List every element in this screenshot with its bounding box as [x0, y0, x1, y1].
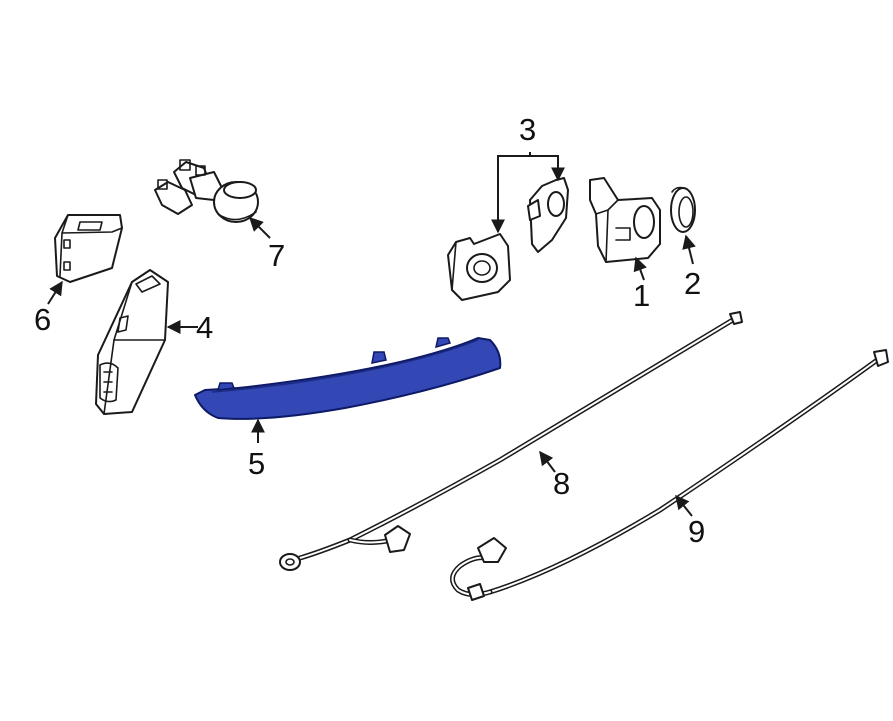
callout-8: 8	[553, 466, 570, 501]
callout-2: 2	[684, 266, 701, 301]
part-2-grommet[interactable]	[670, 186, 696, 233]
part-1-sensor-housing[interactable]	[589, 177, 661, 263]
part-3-bracket-right[interactable]	[527, 177, 569, 253]
part-9-sensor-lead[interactable]	[450, 349, 889, 601]
callout-5: 5	[248, 446, 265, 481]
part-5-reflector-strip[interactable]	[194, 337, 502, 420]
callout-6: 6	[34, 302, 51, 337]
part-7-connector-assembly[interactable]	[154, 159, 259, 223]
part-4-control-unit[interactable]	[95, 269, 169, 415]
callout-7: 7	[268, 238, 285, 273]
callout-9: 9	[688, 514, 705, 549]
part-5-highlight	[194, 337, 502, 420]
leader-lines	[47, 152, 696, 517]
part-3-bracket-left[interactable]	[447, 233, 511, 301]
part-8-wiring-harness[interactable]	[279, 311, 743, 571]
part-6-control-module[interactable]	[54, 214, 123, 283]
callout-4: 4	[196, 310, 213, 345]
callout-1: 1	[633, 278, 650, 313]
callout-3: 3	[519, 112, 536, 147]
